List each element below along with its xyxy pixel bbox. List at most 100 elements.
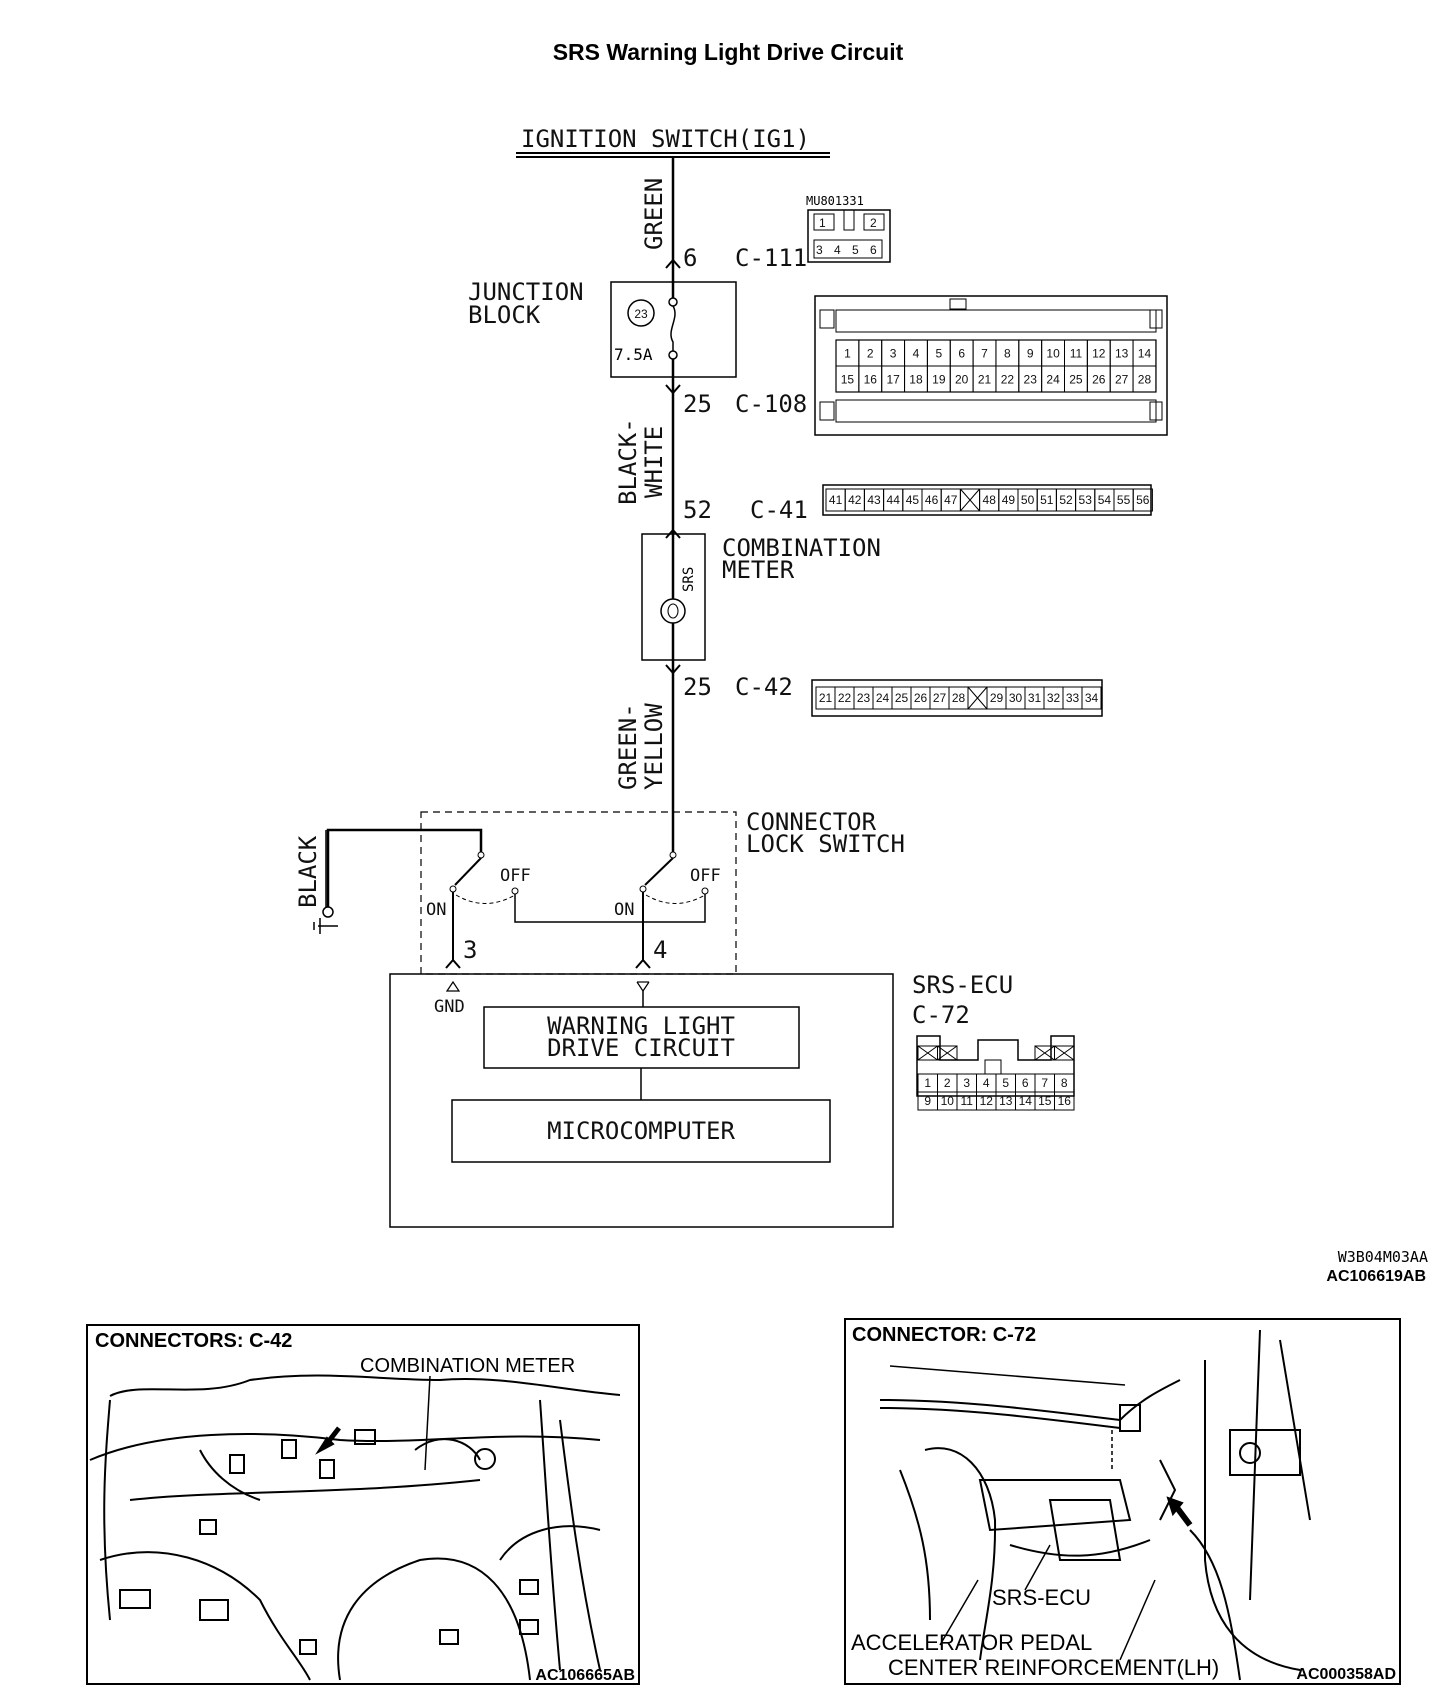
drawing-code-2: AC106619AB bbox=[1326, 1268, 1426, 1285]
c108-pin-label: 5 bbox=[935, 347, 942, 361]
c72-blank-cross bbox=[1034, 1045, 1055, 1061]
junction-block-label-1: JUNCTION bbox=[468, 278, 584, 306]
c108-pin-label: 2 bbox=[867, 347, 874, 361]
c41-pin-label: 51 bbox=[1040, 493, 1054, 507]
panel-c42-location: CONNECTORS: C-42 COMBINATION METER bbox=[86, 1324, 640, 1685]
lock-pin-4: 4 bbox=[653, 936, 667, 964]
c72-pin-label: 15 bbox=[1038, 1094, 1052, 1108]
c42-pin-label: 34 bbox=[1085, 691, 1099, 705]
c41-pin-label: 47 bbox=[944, 493, 958, 507]
c108-pin-label: 7 bbox=[981, 347, 988, 361]
c41-pin-label: 55 bbox=[1117, 493, 1131, 507]
panel-right-code: AC000358AD bbox=[1296, 1666, 1396, 1683]
c72-pin-label: 1 bbox=[924, 1076, 931, 1090]
ecu-label: SRS-ECU bbox=[912, 971, 1013, 999]
c41-pin-label: 53 bbox=[1079, 493, 1093, 507]
c108-pin-label: 6 bbox=[958, 347, 965, 361]
c72-blank-cell bbox=[937, 1045, 958, 1061]
ignition-switch: IGNITION SWITCH(IG1) bbox=[516, 125, 830, 158]
c41-pin-label: 56 bbox=[1136, 493, 1150, 507]
c41-pin-label: 46 bbox=[925, 493, 939, 507]
c42-blank-cross bbox=[967, 686, 988, 710]
c111-cell-6: 6 bbox=[870, 243, 877, 257]
c72-blank-cell bbox=[1054, 1045, 1075, 1061]
ecu-gnd-label: GND bbox=[434, 997, 465, 1017]
c111-cell-1: 1 bbox=[819, 216, 826, 230]
c42-pin-label: 22 bbox=[838, 691, 852, 705]
wire-color-green-yellow-1: GREEN- bbox=[614, 703, 642, 790]
c41-pin-label: 54 bbox=[1098, 493, 1112, 507]
c72-pin-label: 14 bbox=[1019, 1094, 1033, 1108]
c72-cell bbox=[1054, 1091, 1075, 1111]
c42-pin-label: 21 bbox=[819, 691, 833, 705]
c72-pin-label: 4 bbox=[983, 1076, 990, 1090]
panel-right-callout-reinforcement: CENTER REINFORCEMENT(LH) bbox=[888, 1655, 1219, 1680]
dashboard-illustration bbox=[89, 1374, 621, 1681]
c42-pin-label: 23 bbox=[857, 691, 871, 705]
c72-pin-label: 6 bbox=[1022, 1076, 1029, 1090]
meter-label-1: COMBINATION bbox=[722, 534, 881, 562]
c108-pin-label: 24 bbox=[1046, 373, 1060, 387]
microcomputer bbox=[451, 1099, 831, 1163]
c42-pin-label: 32 bbox=[1047, 691, 1061, 705]
c108-pin-label: 27 bbox=[1115, 373, 1129, 387]
c72-pin-label: 16 bbox=[1058, 1094, 1072, 1108]
c41-pin-label: 43 bbox=[867, 493, 881, 507]
c72-pin-label: 2 bbox=[944, 1076, 951, 1090]
c42-cell bbox=[1081, 686, 1102, 710]
c108-pin-label: 9 bbox=[1027, 347, 1034, 361]
lock-switch-label-2: LOCK SWITCH bbox=[746, 830, 905, 858]
c42-pin-label: 30 bbox=[1009, 691, 1023, 705]
c108-pin-label: 25 bbox=[1069, 373, 1083, 387]
panel-right-callout-pedal: ACCELERATOR PEDAL bbox=[851, 1630, 1092, 1655]
c111-cell-2: 2 bbox=[870, 216, 877, 230]
c42-pin-label: 28 bbox=[952, 691, 966, 705]
right-switch-off: OFF bbox=[690, 866, 721, 886]
connector-lock-switch: CONNECTOR LOCK SWITCH OFF ON OFF ON bbox=[313, 808, 905, 975]
fuse-element bbox=[670, 305, 676, 351]
c41-pin-label: 50 bbox=[1021, 493, 1035, 507]
c108-pin-label: 11 bbox=[1070, 347, 1083, 361]
c108-pin-label: 1 bbox=[844, 347, 851, 361]
c108-pin-label: 4 bbox=[913, 347, 920, 361]
srs-warning-lamp bbox=[660, 598, 686, 624]
c72-blank-cross bbox=[937, 1045, 958, 1061]
c41-pin-label: 44 bbox=[887, 493, 901, 507]
panel-right-title: CONNECTOR: C-72 bbox=[852, 1324, 1036, 1346]
fuse-rating: 7.5A bbox=[614, 345, 653, 364]
c72-pin-label: 8 bbox=[1061, 1076, 1068, 1090]
c108-pin-label: 3 bbox=[890, 347, 897, 361]
right-switch-on: ON bbox=[614, 900, 634, 920]
c72-pin-label: 13 bbox=[999, 1094, 1013, 1108]
c108-pin-label: 10 bbox=[1046, 347, 1060, 361]
ecu-mounting-illustration bbox=[879, 1329, 1311, 1681]
c42-pin-label: 25 bbox=[895, 691, 909, 705]
c108-pin-label: 23 bbox=[1024, 373, 1038, 387]
c108-pin-label: 15 bbox=[841, 373, 855, 387]
c42-pin-label: 31 bbox=[1028, 691, 1042, 705]
c108-pin-label: 12 bbox=[1092, 347, 1106, 361]
c41-pin-label: 45 bbox=[906, 493, 920, 507]
lamp-label: SRS bbox=[681, 567, 697, 592]
c41-cell bbox=[1132, 488, 1153, 512]
c72-pin-label: 12 bbox=[980, 1094, 994, 1108]
c108-pin-label: 16 bbox=[864, 373, 878, 387]
c108-cell bbox=[1132, 365, 1157, 393]
c41-pin-label: 41 bbox=[829, 493, 843, 507]
c41-pin-label: 42 bbox=[848, 493, 862, 507]
c41-pin-label: 52 bbox=[1059, 493, 1073, 507]
c41-pin: 52 bbox=[683, 496, 712, 524]
c72-pin-label: 3 bbox=[963, 1076, 970, 1090]
junction-block-label-2: BLOCK bbox=[468, 301, 541, 329]
c72-pin-label: 11 bbox=[961, 1094, 974, 1108]
c108-pin-label: 28 bbox=[1138, 373, 1152, 387]
c108-pin-label: 14 bbox=[1138, 347, 1152, 361]
c108-name: C-108 bbox=[735, 390, 807, 418]
drive-circuit-label-2: DRIVE CIRCUIT bbox=[547, 1034, 735, 1062]
ignition-switch-label: IGNITION SWITCH(IG1) bbox=[521, 125, 810, 153]
c108-pin-label: 19 bbox=[932, 373, 946, 387]
